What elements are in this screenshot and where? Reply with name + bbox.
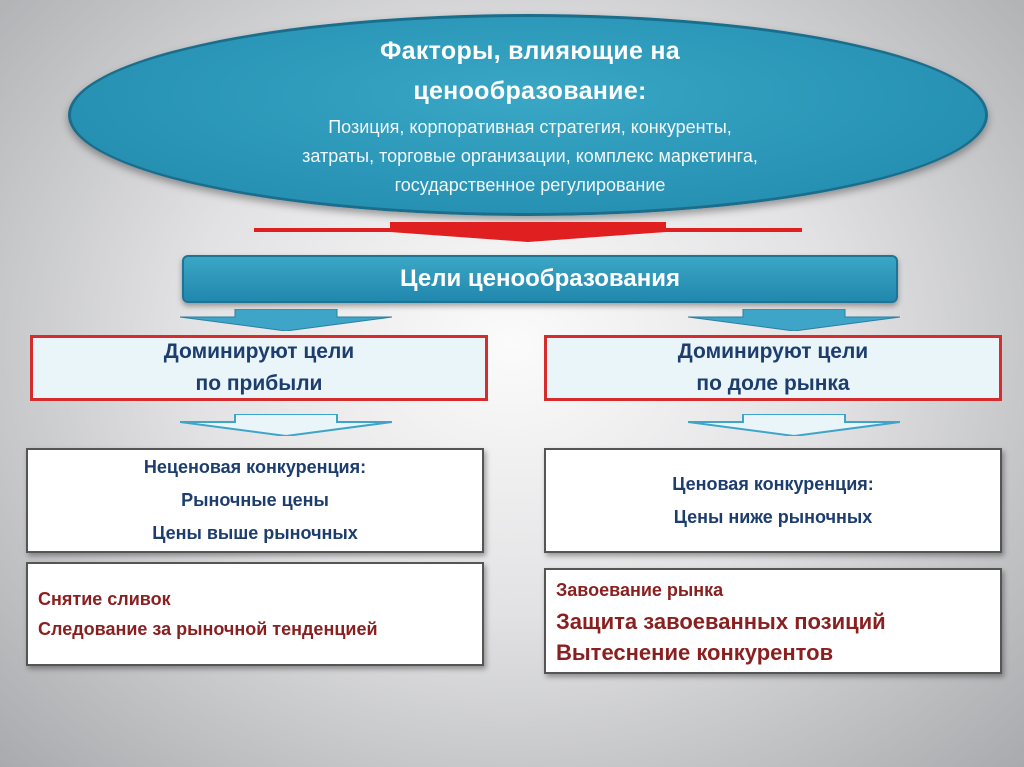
- goal-box-market-share: Доминируют цели по доле рынка: [544, 335, 1002, 401]
- factors-detail-line: Позиция, корпоративная стратегия, конкур…: [328, 117, 732, 137]
- factors-ellipse: [68, 14, 988, 216]
- goal-box-line: по доле рынка: [696, 372, 850, 395]
- goal-box-line: Доминируют цели: [677, 340, 869, 363]
- competition-line: Рыночные цены: [181, 490, 329, 510]
- red-down-arrow-icon: [254, 222, 802, 242]
- competition-line: Неценовая конкуренция:: [143, 457, 367, 477]
- strategy-item: Следование за рыночной тенденцией: [38, 619, 378, 639]
- factors-title-line-2: ценообразование:: [413, 77, 647, 105]
- goal-box-profit: Доминируют цели по прибыли: [30, 335, 488, 401]
- factors-title-line-1: Факторы, влияющие на: [380, 37, 680, 65]
- factors-detail-line: государственное регулирование: [394, 175, 666, 195]
- price-competition-box: Ценовая конкуренция: Цены ниже рыночных: [544, 448, 1002, 553]
- goal-box-line: по прибыли: [195, 372, 323, 395]
- goal-box-line: Доминируют цели: [163, 340, 355, 363]
- strategy-item: Защита завоеванных позиций: [556, 608, 886, 634]
- down-arrow-outline-icon: [180, 414, 392, 436]
- factors-title: Факторы, влияющие на ценообразование:: [230, 31, 830, 111]
- down-arrow-outline-icon: [688, 414, 900, 436]
- competition-line: Цены ниже рыночных: [673, 506, 873, 527]
- competition-line: Ценовая конкуренция:: [672, 473, 874, 494]
- pricing-goals-bar: Цели ценообразования: [182, 255, 898, 303]
- non-price-competition-box: Неценовая конкуренция: Рыночные цены Цен…: [26, 448, 484, 553]
- factors-detail-line: затраты, торговые организации, комплекс …: [302, 146, 758, 166]
- profit-strategies-box: Снятие сливок Следование за рыночной тен…: [26, 562, 484, 666]
- strategy-item: Завоевание рынка: [556, 579, 724, 600]
- market-share-strategies-box: Завоевание рынка Защита завоеванных пози…: [544, 568, 1002, 674]
- factors-details: Позиция, корпоративная стратегия, конкур…: [170, 113, 890, 200]
- down-arrow-icon: [688, 309, 900, 331]
- strategy-item: Снятие сливок: [38, 589, 171, 609]
- competition-line: Цены выше рыночных: [152, 523, 358, 543]
- down-arrow-icon: [180, 309, 392, 331]
- strategy-item: Вытеснение конкурентов: [556, 639, 834, 665]
